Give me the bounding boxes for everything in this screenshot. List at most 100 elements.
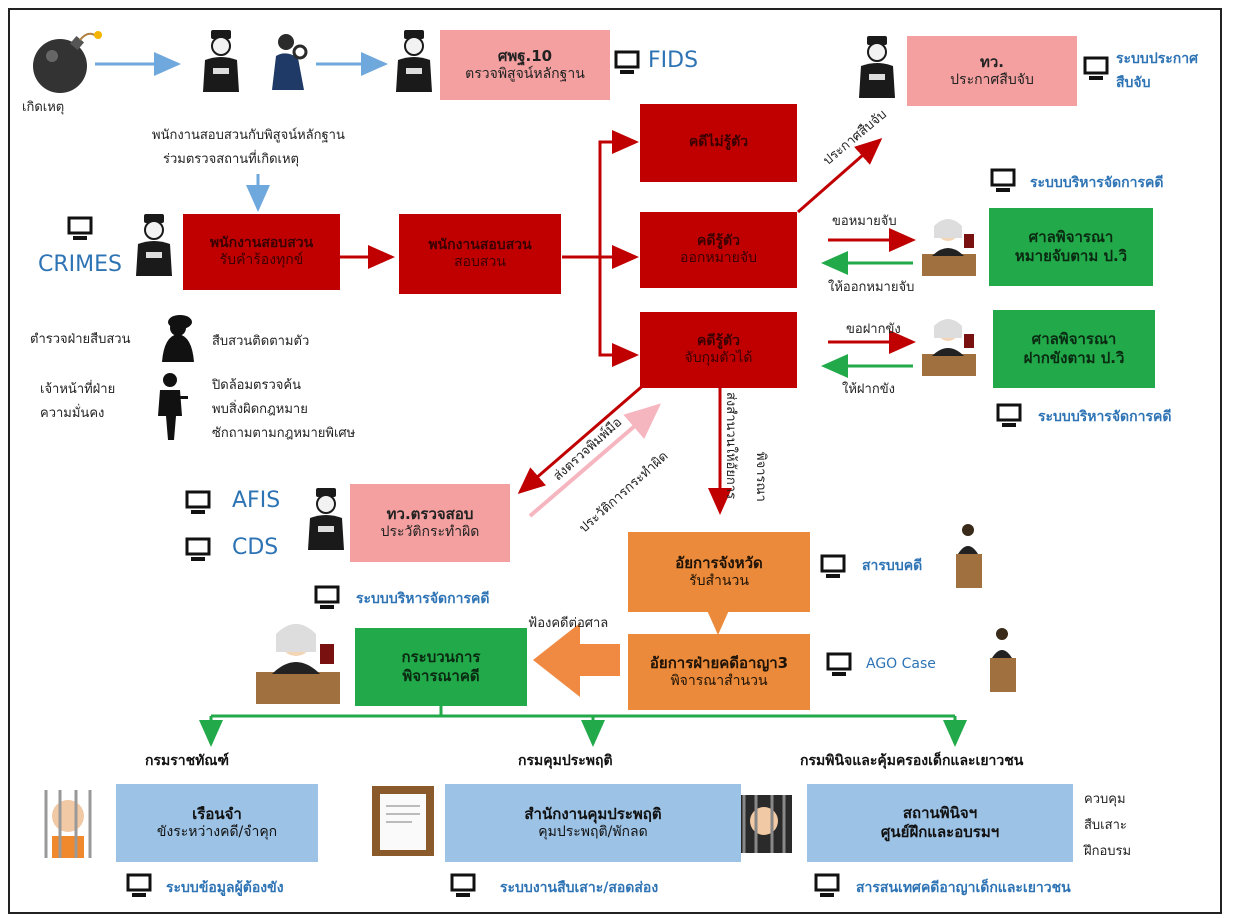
- investigation-box: พนักงานสอบสวน สอบสวน: [399, 214, 561, 294]
- announce-box: ทว. ประกาศสืบจับ: [907, 36, 1077, 106]
- prosecutor-podium-icon: [956, 524, 982, 588]
- security-task-label: ซักถามตามกฎหมายพิเศษ: [212, 426, 356, 441]
- criminal-prosecutor-title: อัยการฝ่ายคดีอาญา3: [649, 653, 789, 672]
- arrow-send-fingerprint: [517, 381, 647, 494]
- to-prosecutor-label: พิจารณา: [753, 452, 768, 502]
- inmate-system-label: ระบบข้อมูลผู้ต้องขัง: [166, 880, 284, 896]
- prison-sub: ขังระหว่างคดี/จำคุก: [156, 823, 278, 840]
- incident-label: เกิดเหตุ: [22, 100, 65, 115]
- computer-icon: [185, 490, 211, 514]
- probation-office-box: สำนักงานคุมประพฤติ คุมประพฤติ/พักลด: [445, 784, 741, 862]
- judge-icon: [922, 219, 976, 276]
- computer-icon: [990, 168, 1016, 192]
- scene-team-text: ร่วมตรวจสถานที่เกิดเหตุ: [163, 152, 299, 167]
- corrections-dept-label: กรมราชทัณฑ์: [145, 753, 229, 769]
- probation-sub: คุมประพฤติ/พักลด: [538, 823, 648, 840]
- police-officer-icon: [203, 30, 239, 92]
- arrested-case-box: คดีรู้ตัว จับกุมตัวได้: [640, 312, 797, 388]
- police-officer-icon: [308, 488, 344, 550]
- probation-dept-label: กรมคุมประพฤติ: [518, 753, 613, 769]
- probation-title: สำนักงานคุมประพฤติ: [524, 804, 662, 823]
- computer-icon: [450, 873, 476, 897]
- case-management-system-label: ระบบบริหารจัดการคดี: [1038, 409, 1172, 425]
- diagram-frame: [8, 8, 1222, 914]
- juvenile-system-label: สารสนเทศคดีอาญาเด็กและเยาวชน: [856, 880, 1071, 896]
- judge-icon: [256, 624, 340, 704]
- arrested-case-sub: จับกุมตัวได้: [684, 350, 753, 366]
- trial-process-box: กระบวนการ พิจารณาคดี: [355, 628, 527, 706]
- prison-box: เรือนจำ ขังระหว่างคดี/จำคุก: [116, 784, 318, 862]
- police-officer-icon: [136, 214, 172, 276]
- grant-detain-label: ให้ฝากขัง: [842, 382, 895, 397]
- ago-case-system-label: AGO Case: [866, 656, 936, 672]
- detective-icon: [272, 34, 308, 90]
- trial-title: กระบวนการ: [401, 648, 481, 667]
- security-task-label: ปิดล้อมตรวจค้น: [212, 378, 301, 393]
- computer-icon: [996, 403, 1022, 427]
- forensic-office-box: ศพฐ.10 ตรวจพิสูจน์หลักฐาน: [440, 30, 610, 100]
- computer-icon: [185, 537, 211, 561]
- investigation-title: พนักงานสอบสวน: [428, 236, 532, 253]
- juvenile-dept-label: กรมพินิจและคุ้มครองเด็กและเยาวชน: [800, 753, 1024, 769]
- investigator-task-label: สืบสวนติดตามตัว: [212, 334, 310, 349]
- fids-system-label: FIDS: [648, 48, 699, 73]
- court-detain-title: ศาลพิจารณา: [1031, 330, 1117, 349]
- police-officer-icon: [859, 36, 895, 98]
- announce-sub: ประกาศสืบจับ: [950, 71, 1034, 88]
- juvenile-note: สืบเสาะ: [1084, 818, 1127, 833]
- case-registry-system-label: สารบบคดี: [862, 558, 923, 574]
- unknown-case-title: คดีไม่รู้ตัว: [688, 134, 749, 151]
- court-warrant-sub: หมายจับตาม ป.วิ: [1014, 247, 1128, 265]
- police-officer-icon: [396, 30, 432, 92]
- investigator-silhouette-icon: [162, 315, 194, 362]
- juvenile-detention-icon: [736, 795, 792, 853]
- trial-title: พิจารณาคดี: [402, 667, 480, 685]
- security-task-label: พบสิ่งผิดกฎหมาย: [212, 402, 308, 417]
- juvenile-center-box: สถานพินิจฯ ศูนย์ฝึกและอบรมฯ: [807, 784, 1073, 862]
- court-warrant-title: ศาลพิจารณา: [1028, 228, 1114, 247]
- criminal-prosecutor-box: อัยการฝ่ายคดีอาญา3 พิจารณาสำนวน: [628, 634, 810, 710]
- computer-icon: [820, 554, 846, 578]
- announce-title: ทว.: [979, 52, 1004, 71]
- computer-icon: [67, 216, 93, 240]
- criminal-prosecutor-sub: พิจารณาสำนวน: [670, 672, 768, 689]
- arrow-to-arrested: [598, 257, 639, 367]
- computer-icon: [126, 873, 152, 897]
- complaint-title: พนักงานสอบสวน: [209, 234, 314, 251]
- warrant-case-title: คดีรู้ตัว: [697, 232, 740, 249]
- arrested-case-title: คดีรู้ตัว: [697, 332, 740, 349]
- document-clipboard-icon: [372, 786, 434, 856]
- arrow-warrant-to-announce: [797, 138, 883, 214]
- security-unit-label: ความมั่นคง: [40, 406, 105, 421]
- crimes-system-label: CRIMES: [38, 252, 122, 277]
- computer-icon: [814, 873, 840, 897]
- investigation-sub: สอบสวน: [454, 254, 506, 270]
- soldier-silhouette-icon: [158, 373, 188, 440]
- forensic-office-title: ศพฐ.10: [497, 46, 553, 65]
- prisoner-icon: [40, 790, 96, 858]
- provincial-prosecutor-sub: รับสำนวน: [689, 572, 749, 589]
- judge-icon: [922, 319, 976, 376]
- security-unit-label: เจ้าหน้าที่ฝ่าย: [40, 382, 116, 397]
- investigator-unit-label: ตำรวจฝ่ายสืบสวน: [30, 332, 131, 347]
- juvenile-title: สถานพินิจฯ: [902, 804, 978, 823]
- announce-system-label: ระบบประกาศ: [1116, 51, 1198, 67]
- file-to-court-label: ฟ้องคดีต่อศาล: [528, 616, 609, 631]
- arrow-record-return: [528, 403, 662, 518]
- records-check-sub: ประวัติกระทำผิด: [380, 523, 480, 540]
- issue-warrant-label: ให้ออกหมายจับ: [828, 280, 915, 295]
- records-check-title: ทว.ตรวจสอบ: [386, 504, 474, 523]
- computer-icon: [314, 585, 340, 609]
- prison-title: เรือนจำ: [192, 804, 242, 823]
- arrow-file-to-court: [533, 623, 620, 697]
- juvenile-note: ฝึกอบรม: [1084, 844, 1132, 859]
- warrant-case-sub: ออกหมายจับ: [680, 250, 757, 266]
- unknown-case-box: คดีไม่รู้ตัว: [640, 104, 797, 182]
- request-detain-label: ขอฝากขัง: [846, 322, 901, 337]
- case-management-system-label: ระบบบริหารจัดการคดี: [356, 591, 490, 607]
- announce-system-label: สืบจับ: [1116, 75, 1151, 91]
- court-detain-sub: ฝากขังตาม ป.วิ: [1023, 349, 1125, 367]
- juvenile-title: ศูนย์ฝึกและอบรมฯ: [880, 823, 1000, 841]
- afis-system-label: AFIS: [232, 488, 281, 513]
